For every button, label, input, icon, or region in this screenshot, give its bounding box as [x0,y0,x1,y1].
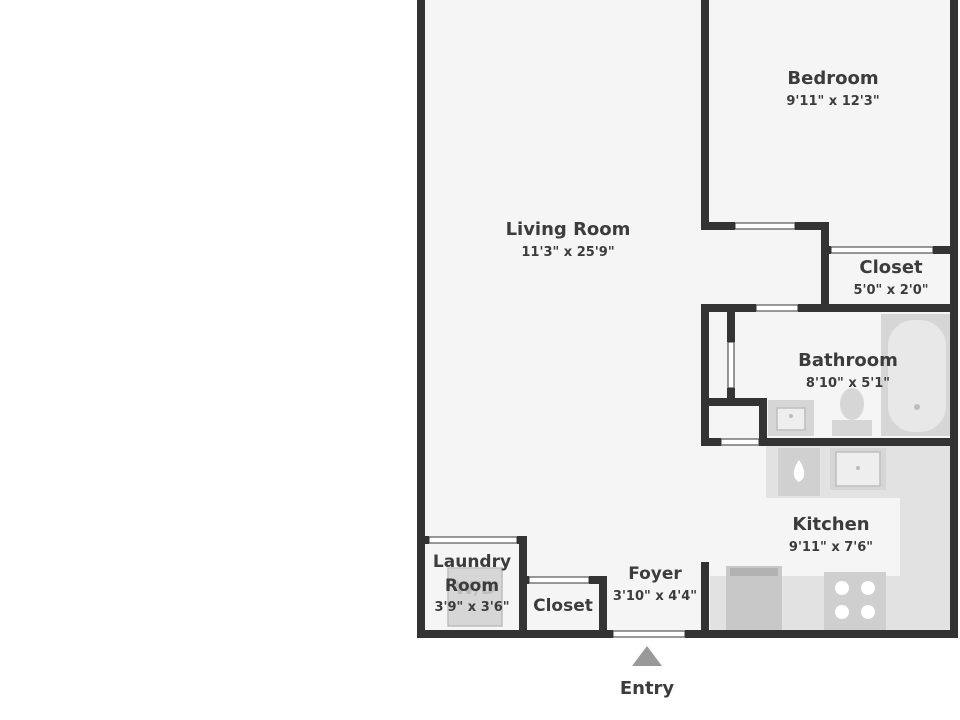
kitchen-dims: 9'11" x 7'6" [789,540,873,555]
entry-arrow-icon [632,646,662,666]
bathtub-icon [881,314,952,436]
dishwasher-icon [778,448,820,496]
kitchen-counter-right [900,446,952,632]
floor-area [422,0,956,634]
bedroom-closet-dims: 5'0" x 2'0" [853,283,928,298]
entry-label: Entry [620,678,675,699]
bedroom-closet-name: Closet [859,257,923,278]
bathroom-name: Bathroom [798,350,898,371]
foyer-dims: 3'10" x 4'4" [613,589,697,604]
kitchen-sink-icon [830,448,886,490]
walls [417,0,958,638]
toilet-icon [832,388,872,436]
washer-dryer-label: W/D [454,578,495,599]
laundry-room-dims: 3'9" x 3'6" [434,600,509,615]
bedroom-name: Bedroom [787,68,878,89]
laundry-room-name-line1: Laundry [433,552,511,572]
foyer-closet-name: Closet [533,596,593,616]
stove-icon [824,572,886,630]
bedroom-dims: 9'11" x 12'3" [786,94,879,109]
washer-dryer-icon: W/D [447,567,503,627]
bathroom-sink-icon [768,400,814,436]
laundry-room-name-line2: Room [445,576,499,596]
refrigerator-icon [726,566,782,630]
living-room-dims: 11'3" x 25'9" [521,245,614,260]
foyer-name: Foyer [628,564,682,584]
bathroom-dims: 8'10" x 5'1" [806,376,890,391]
windows [428,222,934,638]
living-room-name: Living Room [506,219,631,240]
kitchen-name: Kitchen [792,514,869,535]
